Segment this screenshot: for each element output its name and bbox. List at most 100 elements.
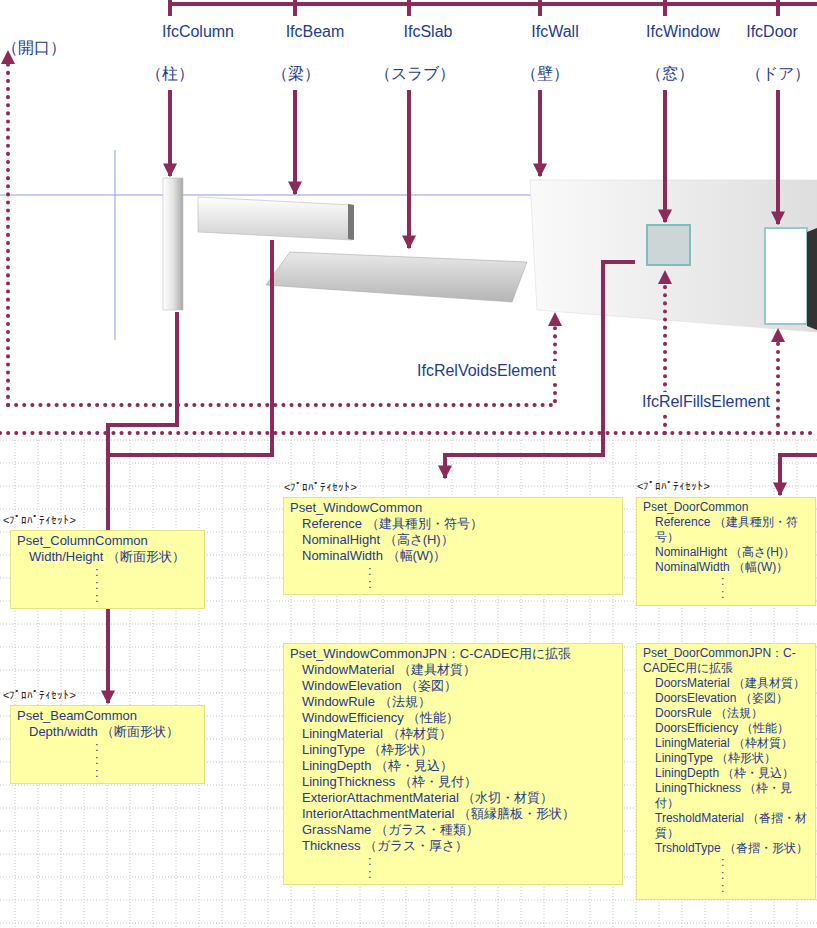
arrowhead	[771, 328, 785, 342]
grid-line	[176, 440, 177, 928]
property-name: DoorsEfficiency （性能）	[655, 721, 811, 736]
section-heading: <ﾌﾟﾛﾊﾟﾃｨｾｯﾄ>	[637, 479, 710, 494]
class-label: （梁）	[272, 64, 320, 84]
property-name: LiningThickness （枠・見付）	[655, 781, 811, 811]
relation-dotted-lines	[0, 58, 817, 433]
grid-line	[0, 440, 817, 441]
continuation-dots: : :	[721, 575, 728, 601]
pointer-arrow	[293, 90, 297, 194]
property-set-box: <ﾌﾟﾛﾊﾟﾃｨｾｯﾄ>Pset_BeamCommonDepth/width （…	[10, 705, 205, 784]
wall-shape	[530, 180, 817, 332]
pointer-arrow	[168, 90, 172, 176]
pointer-arrow	[776, 90, 780, 224]
section-heading: <ﾌﾟﾛﾊﾟﾃｨｾｯﾄ>	[3, 512, 76, 528]
grid-line	[245, 440, 246, 928]
relation-label: IfcRelVoidsElement	[415, 361, 558, 381]
grid-line	[0, 463, 817, 464]
class-label: （ドア）	[746, 64, 810, 84]
voids-line	[6, 58, 10, 405]
window-shape	[647, 225, 690, 265]
pset-name: Pset_DoorCommon	[643, 500, 811, 515]
beam-shape	[198, 197, 352, 240]
property-set-box: Pset_DoorCommonJPN：C-CADEC用に拡張DoorsMater…	[636, 643, 816, 900]
property-name: WindowMaterial （建具材質）	[302, 662, 618, 678]
grid-line	[84, 440, 85, 928]
top-bar	[170, 2, 817, 6]
beam-end	[348, 204, 354, 240]
class-label: IfcDoor	[746, 22, 798, 42]
property-name: DoorsMaterial （建具材質）	[655, 676, 811, 691]
pset-arrow	[108, 312, 177, 703]
axis-line	[0, 195, 545, 196]
pointer-arrow	[663, 90, 667, 222]
property-name: WindowRule （法規）	[302, 694, 618, 710]
property-name: ExteriorAttachmentMaterial （水切・材質）	[302, 790, 618, 806]
relation-label: IfcRelFillsElement	[640, 392, 772, 412]
property-set-box: <ﾌﾟﾛﾊﾟﾃｨｾｯﾄ>Pset_ColumnCommonWidth/Heigh…	[10, 530, 205, 609]
continuation-dots: : : :	[721, 856, 728, 895]
property-name: Reference （建具種別・符号）	[655, 515, 811, 545]
pset-arrow	[108, 240, 272, 455]
pointer-arrow	[407, 90, 411, 248]
arrowhead	[548, 312, 562, 326]
property-name: Depth/width （断面形状）	[29, 724, 200, 740]
property-name: WindowEfficiency （性能）	[302, 710, 618, 726]
property-set-box: <ﾌﾟﾛﾊﾟﾃｨｾｯﾄ>Pset_WindowCommonReference （…	[283, 497, 623, 595]
grid-line	[222, 440, 223, 928]
grid-line	[61, 440, 62, 928]
property-name: LiningDepth （枠・見込）	[655, 766, 811, 781]
continuation-dots: : : :	[95, 565, 102, 604]
pset-name: Pset_BeamCommon	[17, 708, 200, 724]
property-name: Reference （建具種別・符号）	[302, 516, 618, 532]
pointer-arrow	[538, 90, 542, 176]
pset-name: Pset_ColumnCommon	[17, 533, 200, 549]
dotted-arrowheads	[1, 50, 785, 342]
class-label: （開口）	[2, 38, 66, 58]
property-name: LiningThickness （枠・見付）	[302, 774, 618, 790]
grid-line	[0, 923, 817, 924]
property-name: LiningMaterial （枠材質）	[302, 726, 618, 742]
property-name: Width/Height （断面形状）	[29, 549, 200, 565]
class-label: IfcWindow	[646, 22, 720, 42]
section-heading: <ﾌﾟﾛﾊﾟﾃｨｾｯﾄ>	[284, 479, 357, 495]
property-name: Thickness （ガラス・厚さ）	[302, 838, 618, 854]
property-name: GrassName （ガラス・種類）	[302, 822, 618, 838]
property-name: DoorsElevation （姿図）	[655, 691, 811, 706]
continuation-dots: : :	[368, 564, 375, 590]
class-label: IfcBeam	[286, 22, 345, 42]
property-name: LiningDepth （枠・見込）	[302, 758, 618, 774]
class-label: （窓）	[646, 64, 694, 84]
continuation-dots: : : :	[95, 740, 102, 779]
property-set-box: <ﾌﾟﾛﾊﾟﾃｨｾｯﾄ>Pset_DoorCommonReference （建具…	[636, 497, 816, 606]
pointer-lines	[108, 0, 817, 703]
property-name: LiningMaterial （枠材質）	[655, 736, 811, 751]
door-shape	[765, 228, 807, 324]
class-label: IfcWall	[531, 22, 578, 42]
pset-name: Pset_WindowCommonJPN：C-CADEC用に拡張	[290, 646, 618, 662]
grid-line	[0, 624, 817, 625]
class-label: （スラブ）	[375, 64, 455, 84]
class-label: （壁）	[521, 64, 569, 84]
class-label: （柱）	[146, 64, 194, 84]
property-name: NominalWidth （幅(W)）	[302, 548, 618, 564]
property-name: DoorsRule （法規）	[655, 706, 811, 721]
arrowhead	[658, 270, 672, 284]
grid-line	[130, 440, 131, 928]
property-name: LiningType （枠形状）	[655, 751, 811, 766]
grid-line	[268, 440, 269, 928]
property-name: WindowElevation （姿図）	[302, 678, 618, 694]
pset-arrow	[780, 455, 817, 495]
pset-name: Pset_DoorCommonJPN：C-CADEC用に拡張	[643, 646, 811, 676]
bar-ticks	[170, 0, 778, 16]
slab-shape	[266, 252, 527, 302]
grid-line	[199, 440, 200, 928]
fills-line	[0, 431, 817, 435]
property-name: NominalWidth （幅(W)）	[655, 560, 811, 575]
door-edge	[807, 228, 817, 330]
property-name: NominalHight （高さ(H)）	[302, 532, 618, 548]
class-label: IfcColumn	[162, 22, 234, 42]
property-name: LiningType （枠形状）	[302, 742, 618, 758]
section-heading: <ﾌﾟﾛﾊﾟﾃｨｾｯﾄ>	[3, 687, 76, 703]
grid-line	[15, 440, 16, 928]
